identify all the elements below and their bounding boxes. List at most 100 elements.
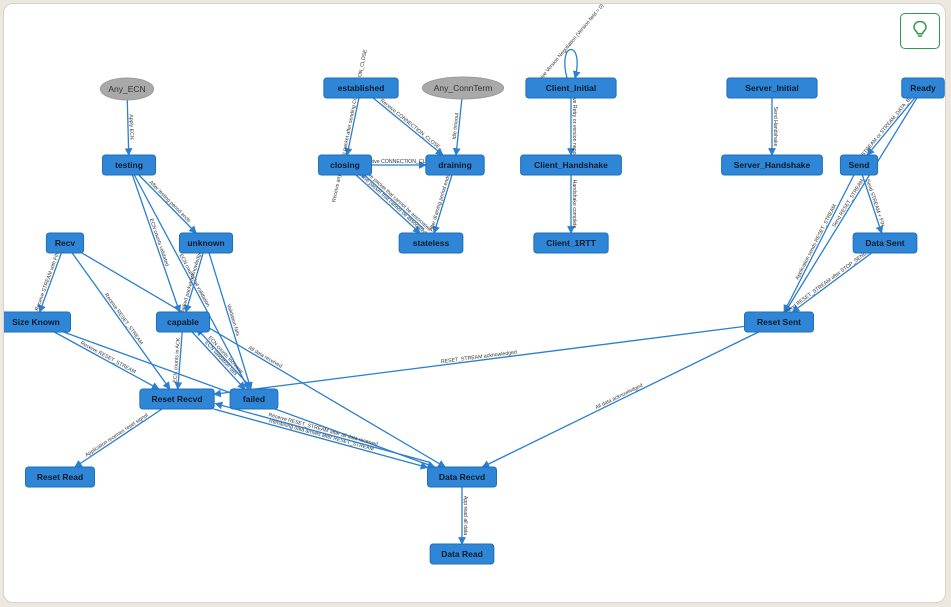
node-label: Size Known [12, 317, 60, 327]
node-shape [323, 77, 399, 99]
node-shape [429, 543, 495, 565]
edge-data_recvd-to-data_read: App read all data [458, 487, 468, 545]
node-ready[interactable]: Ready [901, 77, 945, 99]
node-reset-recvd[interactable]: Reset Recvd [139, 388, 215, 410]
node-shape [839, 154, 879, 176]
edge-label: Application sends RESET_STREAM [795, 203, 838, 280]
node-label: Reset Recvd [151, 394, 202, 404]
edge-line [359, 170, 425, 230]
edge-line [355, 174, 421, 234]
edge-established-to-draining: Receive CONNECTION_CLOSE [372, 97, 444, 156]
node-capable[interactable]: capable [155, 311, 211, 333]
node-shape [99, 77, 155, 101]
node-stateless[interactable]: stateless [398, 232, 464, 254]
node-send[interactable]: Send [839, 154, 879, 176]
edge-line [208, 252, 253, 390]
edge-line [131, 174, 182, 313]
edge-line [213, 408, 429, 470]
node-data-recvd[interactable]: Data Recvd [427, 466, 497, 488]
node-testing[interactable]: testing [101, 154, 157, 176]
edge-line [481, 331, 759, 468]
edge-line [432, 174, 453, 234]
node-label: Data Read [441, 549, 483, 559]
edge-reset_sent-to-data_recvd: All data acknowledged [481, 331, 759, 468]
edge-line [196, 327, 250, 387]
node-closing[interactable]: closing [317, 154, 373, 176]
edge-any_connterm-to-draining: Idle timeout [452, 97, 463, 156]
node-shape [852, 232, 918, 254]
edge-line [191, 331, 246, 390]
node-shape [744, 311, 814, 333]
edge-line [133, 174, 250, 390]
node-label: Any_ConnTerm [434, 83, 493, 93]
edge-label: Application receives reset signal [84, 412, 149, 458]
node-size-known[interactable]: Size Known [4, 311, 71, 333]
edge-label: After draining period ends [429, 173, 452, 232]
edge-recv-to-data_recvd: All data received [81, 252, 446, 468]
edge-line [564, 49, 581, 79]
node-label: testing [115, 160, 143, 170]
node-label: unknown [187, 238, 224, 248]
node-shape [398, 232, 464, 254]
edge-client_initial-to-client_initial: Receive Version Negotiation (Version fie… [532, 4, 606, 89]
node-label: Send [849, 160, 870, 170]
edge-line [784, 97, 918, 313]
edge-line [213, 325, 745, 398]
node-shape [520, 154, 622, 176]
edge-line [81, 252, 446, 468]
edge-testing-to-capable: ECN counts validated [131, 174, 182, 313]
node-shape [525, 77, 617, 99]
node-established[interactable]: established [323, 77, 399, 99]
node-client-handshake[interactable]: Client_Handshake [520, 154, 622, 176]
edge-label: Receive packet that cannot be associated [352, 167, 427, 236]
node-shape [425, 154, 485, 176]
node-any-connterm[interactable]: Any_ConnTerm [421, 76, 505, 100]
node-unknown[interactable]: unknown [178, 232, 234, 254]
edge-reset_recvd-to-reset_read: Application receives reset signal [74, 408, 163, 468]
node-shape [139, 388, 215, 410]
edge-label: Receive Retry or version negotiation [571, 85, 577, 169]
edge-label: Remaining data arrives after RESET_STREA… [268, 418, 374, 452]
node-data-read[interactable]: Data Read [429, 543, 495, 565]
edge-label: Receive STREAM with FIN [34, 251, 61, 312]
node-client-1rtt[interactable]: Client_1RTT [533, 232, 609, 254]
node-failed[interactable]: failed [229, 388, 279, 410]
node-recv[interactable]: Recv [45, 232, 85, 254]
edge-label: Apply ECN [128, 114, 135, 140]
edge-line [54, 331, 160, 390]
lightbulb-icon [912, 20, 928, 43]
node-label: Reset Read [37, 472, 83, 482]
node-server-initial[interactable]: Server_Initial [726, 77, 818, 99]
node-server-handshake[interactable]: Server_Handshake [721, 154, 823, 176]
edge-line [38, 252, 62, 313]
node-any-ecn[interactable]: Any_ECN [99, 77, 155, 101]
node-draining[interactable]: draining [425, 154, 485, 176]
node-data-sent[interactable]: Data Sent [852, 232, 918, 254]
edge-line [791, 252, 872, 313]
edge-line [71, 252, 171, 390]
edge-line [74, 408, 163, 468]
edge-capable-to-failed: ECN validation fails [191, 331, 246, 390]
node-label: established [338, 83, 385, 93]
edge-label: Receive RESET_STREAM [103, 292, 144, 346]
node-label: Client_Handshake [534, 160, 608, 170]
node-label: Ready [910, 83, 936, 93]
node-shape [317, 154, 373, 176]
node-shape [421, 76, 505, 100]
node-label: Data Sent [865, 238, 904, 248]
node-reset-sent[interactable]: Reset Sent [744, 311, 814, 333]
node-label: Any_ECN [108, 84, 145, 94]
edge-reset_sent-to-reset_recvd: RESET_STREAM acknowledged [213, 325, 745, 398]
node-shape [229, 388, 279, 410]
edge-line [783, 174, 855, 313]
edge-capable-to-reset_recvd: ECN counts in ACK [172, 331, 183, 390]
hint-button[interactable] [900, 13, 940, 49]
node-reset-read[interactable]: Reset Read [25, 466, 95, 488]
edge-line [861, 174, 884, 234]
edge-label: Idle timeout [452, 112, 461, 140]
node-shape [4, 311, 71, 333]
node-client-initial[interactable]: Client_Initial [525, 77, 617, 99]
